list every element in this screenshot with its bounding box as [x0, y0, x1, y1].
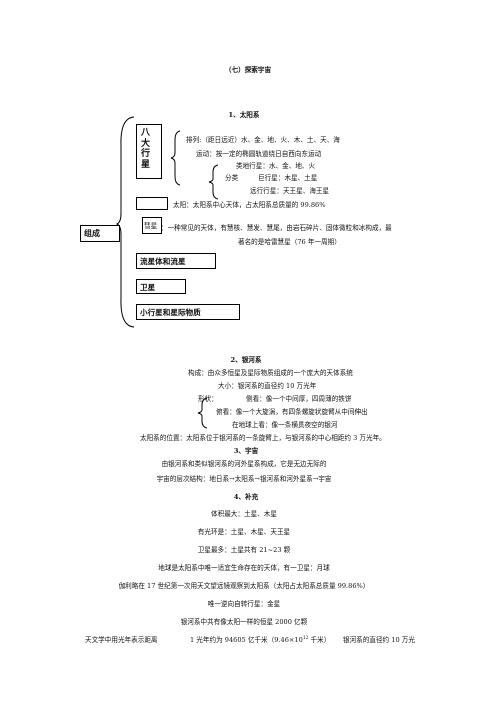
- universe-composition: 由银河系和类似银河系的河外星系构成，它是无边无际的: [161, 460, 327, 468]
- page-title: （七）探索宇宙: [224, 66, 272, 74]
- sun-box: [136, 197, 168, 210]
- meteor-box: 流星体和流星: [136, 253, 216, 269]
- composition-box: 组成: [80, 225, 120, 242]
- milky-way-stars: 银河系中共有像太阳一样的恒星 2000 亿颗: [180, 618, 308, 626]
- section-heading-solar-system: 1、太阳系: [228, 111, 260, 119]
- comet-description-line1: ：一种常见的天体，有慧核、慧发、慧尾，由岩石碎片、固体微粒和冰构成，最: [161, 224, 392, 232]
- comet-description-line2: 著名的是哈雷慧星（76 年一周期）: [238, 238, 341, 246]
- ringed-planets: 有光环是：土星、木星、天王星: [197, 528, 291, 536]
- section-heading-universe: 3、宇宙: [233, 447, 259, 455]
- planets-box: 八大行星: [136, 124, 162, 179]
- universe-hierarchy: 宇宙的层次结构：地日系→太阳系→银河系和河外星系→宇宙: [156, 475, 332, 483]
- terrestrial-planets: 类地行星：水、金、地、火: [236, 162, 316, 170]
- shape-brace: [197, 397, 208, 429]
- solar-system-position: 太阳系的位置：太阳系位于银河系的一条旋臂上，与银河系的中心相距约 3 万光年。: [140, 434, 386, 442]
- classification-label: 分类: [225, 174, 239, 182]
- milky-way-top-view: 俯看：像一个大旋涡，有四条螺旋状旋臂从中间伸出: [216, 408, 368, 416]
- largest-volume: 体积最大：土星、木星: [211, 510, 277, 518]
- outer-brace: [115, 116, 135, 328]
- planets-motion: 运动：按一定的椭圆轨道绕日自西向东运动: [196, 150, 322, 158]
- most-satellites: 卫星最多：土星共有 21~23 颗: [197, 546, 291, 554]
- section-heading-supplement: 4、补充: [233, 493, 259, 501]
- milky-way-size: 大小：银河系的直径约 10 万光年: [218, 382, 317, 390]
- earth-life: 地球是太阳系中唯一适宜生命存在的天体，有一卫星：月球: [158, 564, 330, 572]
- sun-description: 太阳：太阳系中心天体，占太阳系总质量的 99.86%: [173, 201, 326, 209]
- planets-order: 排列:（距日远近）水、金、地、火、木、土、天、海: [186, 136, 340, 144]
- outer-planets: 远行行星：天王星、海王星: [250, 187, 330, 195]
- asteroid-box: 小行星和星际物质: [136, 304, 240, 320]
- satellite-box: 卫星: [136, 279, 186, 294]
- retrograde-planet: 唯一逆向自转行星：金星: [207, 600, 281, 608]
- comet-box: 彗星: [142, 217, 162, 234]
- section-heading-milky-way: 2、银河系: [230, 356, 262, 364]
- planets-brace: [170, 130, 181, 186]
- milky-way-earth-view: 在地球上看：像一条横贯夜空的银河: [232, 421, 338, 429]
- giant-planets: 巨行星：木星、土星: [258, 174, 318, 182]
- milky-way-shape-label: 形状：: [198, 395, 218, 403]
- milky-way-composition: 构成：由众多恒星及星际物质组成的一个庞大的天体系统: [188, 369, 353, 377]
- classification-brace: [208, 164, 219, 200]
- milky-way-side-view: 侧看：像一个中间厚，四周薄的铁饼: [246, 395, 352, 403]
- light-year-intro: 天文学中用光年表示距离: [85, 636, 158, 644]
- milky-way-diameter-note: 银河系的直径约 10 万光: [343, 636, 415, 644]
- colon-mark: :: [174, 162, 177, 170]
- galileo-observation: 伽利略在 17 世纪第一次用天文望远镜观察到太阳系（太阳占太阳系总质量 99.8…: [118, 582, 370, 590]
